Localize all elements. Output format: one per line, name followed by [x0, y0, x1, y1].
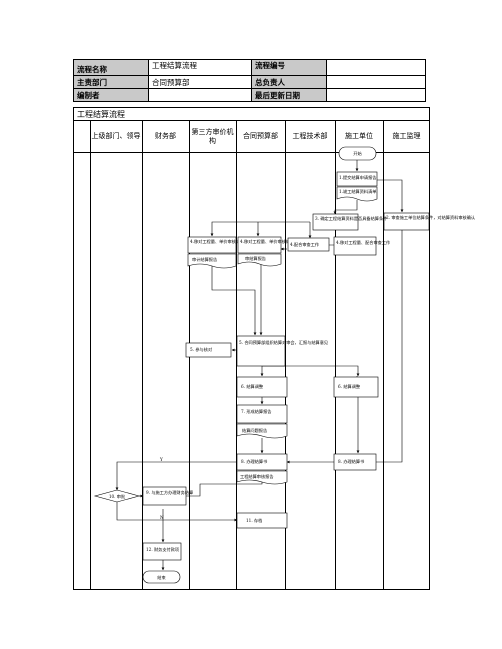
step-4-third-party-audit: 4.移对工程量、单价审核结算资料: [187, 236, 253, 254]
yes-label: Y: [159, 457, 163, 462]
step-8b-label: 8. 办理结算书: [338, 458, 364, 465]
step-3-label: 3. 确定工程结算资料是否具备结算条件: [315, 215, 387, 222]
updated-value: [326, 88, 426, 102]
step-8-contractor-settlement: 8. 办理结算书: [333, 453, 377, 471]
step-8a-label: 8. 办理结算书: [241, 458, 267, 465]
step-11-label: 11. 存档: [246, 517, 262, 524]
step-7-label: 7. 形成结算报告: [241, 408, 271, 415]
step-6a-label: 6. 结算调整: [241, 383, 264, 390]
lane-divider: [142, 121, 143, 590]
step-4-engineering-assist: 4.配合审查工作: [287, 237, 330, 252]
flow-connectors: [115, 160, 404, 571]
start-node: 开始: [338, 146, 377, 161]
process-name-label: 流程名称: [73, 59, 149, 76]
lane-divider: [90, 121, 91, 590]
step-11-archive: 11. 存档: [236, 512, 288, 529]
step-8-doc-label: 工程结算审核报告: [240, 473, 274, 480]
step-1-label: 1.提交结算申请报告: [339, 174, 377, 181]
lane-divider: [383, 121, 384, 590]
step-4-contract-audit: 4.移对工程量、单价审核结算资料: [237, 236, 303, 254]
step-3-confirm-conditions: 3. 确定工程结算资料是否具备结算条件: [312, 213, 387, 231]
step-4d-label: 4.移对工程量、配合审查工作: [336, 239, 391, 246]
process-no-label: 流程编号: [251, 59, 327, 76]
start-label: 开始: [353, 150, 362, 157]
step-7-document: 结算问题报告: [236, 423, 288, 439]
lane-header-third-party-audit: 第三方审价机构: [191, 127, 234, 145]
owner-label: 总负责人: [251, 75, 327, 89]
flowchart-title: 工程结算流程: [74, 108, 429, 121]
step-4c-label: 4.配合审查工作: [290, 241, 320, 248]
step-4-contractor-verify: 4.移对工程量、配合审查工作: [333, 236, 391, 256]
process-info-table: 流程名称 工程结算流程 流程编号 主责部门 合同预算部 总负责人 编制者 最后更…: [73, 59, 426, 102]
lane-divider: [285, 121, 286, 590]
step-5a-label: 5. 参与核对: [190, 346, 212, 353]
lane-divider: [335, 121, 336, 590]
step-5-review-meeting: 5. 合同预算部组织结算对审会，汇报与结算意见: [236, 335, 328, 367]
lane-header-divider: [74, 152, 429, 153]
step-4a-doc-label: 审计结算报告: [192, 256, 217, 263]
step-7-doc-label: 结算问题报告: [242, 427, 267, 434]
step-8-contract-settlement: 8. 办理结算书: [236, 453, 288, 471]
step-6-contract-adjust: 6. 结算调整: [236, 376, 288, 398]
lane-divider: [236, 121, 237, 590]
updated-label: 最后更新日期: [251, 88, 327, 102]
step-1-submit-request: 1.提交结算申请报告: [336, 171, 378, 187]
step-4-third-party-doc: 审计结算报告: [187, 253, 237, 269]
step-5b-label: 5. 合同预算部组织结算对审会，汇报与结算意见: [239, 339, 328, 346]
step-6b-label: 6. 结算调整: [338, 383, 361, 390]
lane-header-contractor: 施工单位: [345, 132, 373, 140]
end-label: 结束: [157, 574, 166, 581]
lane-header-engineering: 工程技术部: [292, 132, 328, 140]
step-10-label: 10. 审批: [109, 493, 126, 500]
step-9-label: 9. 与施工方办理财务结算: [146, 489, 193, 496]
step-5-finance-participate: 5. 参与核对: [185, 342, 232, 358]
step-4b-doc-label: 审结算报告: [245, 255, 266, 262]
lane-header-contract-budget: 合同预算部: [243, 132, 278, 140]
step-6-contractor-adjust: 6. 结算调整: [333, 376, 379, 398]
lane-header-supervisor: 施工监理: [392, 132, 421, 140]
step-2-supervisor-review: 2. 审查施工单位结算条件，对结算资料审核确认: [383, 212, 476, 231]
no-label: N: [160, 515, 164, 520]
step-1-doc-label: 1.竣工结算资料清单: [339, 188, 377, 195]
step-10-approval-decision: 10. 审批: [93, 489, 141, 503]
step-8-document: 工程结算审核报告: [236, 470, 288, 485]
end-node: 结束: [142, 570, 181, 584]
step-12-label: 12. 财务支付款项: [146, 546, 180, 553]
step-2-label: 2. 审查施工单位结算条件，对结算资料审核确认: [386, 214, 476, 221]
lane-header-leadership: 上级部门、领导: [91, 132, 141, 140]
step-4-contract-doc: 审结算报告: [237, 253, 282, 267]
step-9-finance-settlement: 9. 与施工方办理财务结算: [142, 486, 193, 506]
lane-header-finance: 财务部: [155, 132, 176, 140]
step-4a-label: 4.移对工程量、单价审核结算资料: [190, 238, 253, 245]
maker-label: 编制者: [73, 88, 149, 102]
step-1-document: 1.竣工结算资料清单: [336, 186, 378, 202]
owner-dept-label: 主责部门: [73, 75, 149, 89]
step-7-form-report: 7. 形成结算报告: [236, 404, 288, 424]
step-4b-label: 4.移对工程量、单价审核结算资料: [240, 238, 303, 245]
step-12-payment: 12. 财务支付款项: [142, 542, 182, 561]
